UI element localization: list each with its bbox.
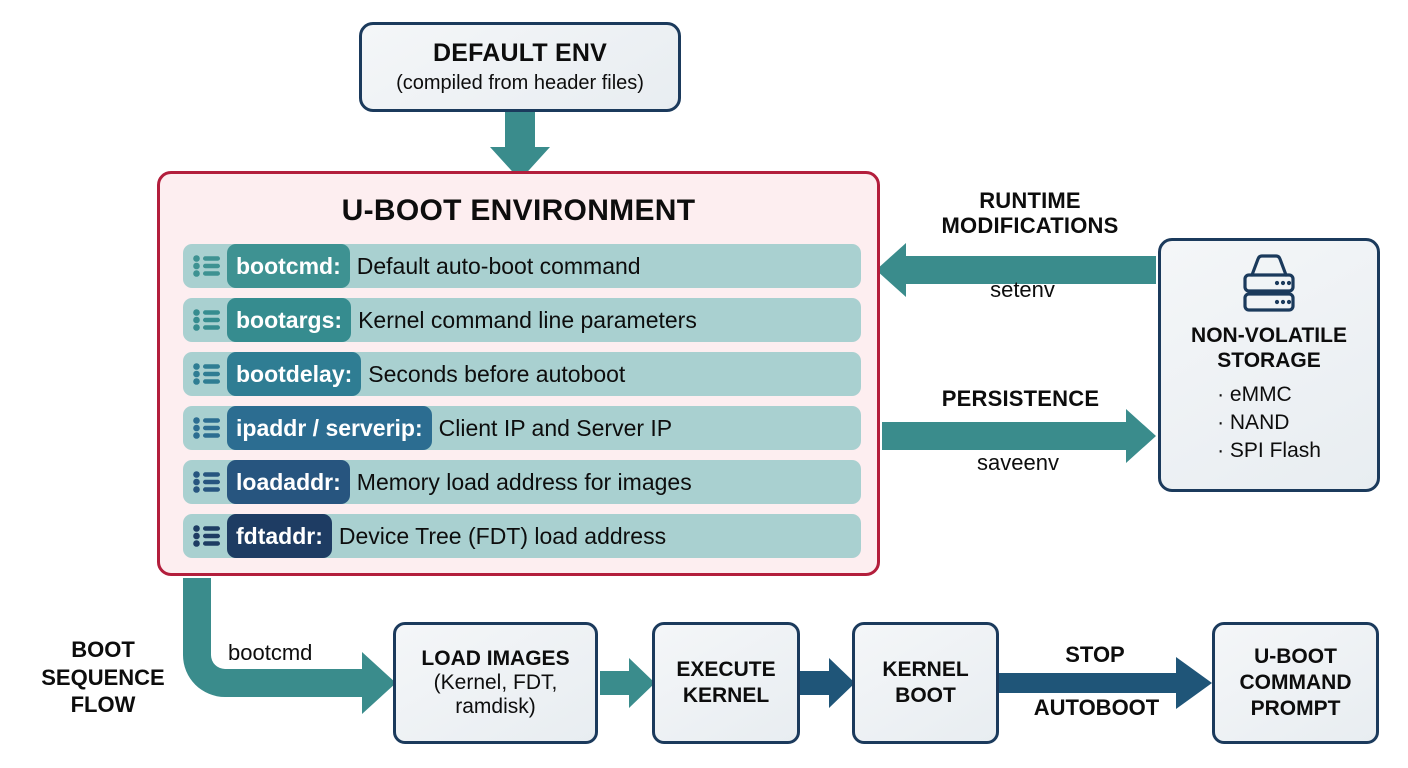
list-icon [191, 361, 223, 387]
uboot-environment-title: U-BOOT ENVIRONMENT [341, 194, 696, 227]
edge-label-bootcmd: bootcmd [228, 640, 313, 665]
env-variable-name-badge: bootdelay: [227, 352, 362, 396]
runtime-modifications-caption: RUNTIME MODIFICATIONS [900, 188, 1160, 239]
kernel-boot-line2: BOOT [895, 684, 956, 707]
non-volatile-storage-box: NON-VOLATILE STORAGE · eMMC · NAND · SPI… [1158, 238, 1380, 492]
load-images-box: LOAD IMAGES (Kernel, FDT, ramdisk) [393, 622, 598, 744]
env-variable-row[interactable]: bootargs:Kernel command line parameters [183, 298, 861, 342]
uboot-environment-panel: U-BOOT ENVIRONMENT bootcmd:Default auto-… [157, 171, 880, 576]
default-env-box: DEFAULT ENV (compiled from header files) [359, 22, 681, 112]
env-variable-description: Default auto-boot command [356, 252, 641, 279]
prompt-line1: U-BOOT [1254, 644, 1337, 668]
list-icon [191, 469, 223, 495]
env-variable-row[interactable]: ipaddr / serverip:Client IP and Server I… [183, 406, 861, 450]
prompt-line3: PROMPT [1250, 697, 1341, 721]
server-storage-icon [1238, 253, 1300, 318]
edge-label-stop: STOP [1065, 642, 1125, 667]
env-variable-row[interactable]: bootcmd:Default auto-boot command [183, 244, 861, 288]
saveenv-command-label: saveenv [977, 450, 1059, 475]
load-images-detail-1: (Kernel, FDT, [433, 670, 558, 694]
env-variable-row[interactable]: loadaddr:Memory load address for images [183, 460, 861, 504]
runtime-caption-line2: MODIFICATIONS [941, 213, 1119, 239]
persistence-caption: PERSISTENCE [941, 386, 1100, 411]
env-variable-name-badge: loadaddr: [227, 460, 350, 504]
default-env-subtitle: (compiled from header files) [396, 71, 644, 94]
env-variable-description: Client IP and Server IP [438, 414, 673, 441]
arrow-execute-to-kernelboot [800, 658, 855, 708]
boot-seq-line3: FLOW [70, 692, 136, 717]
env-variable-name-badge: fdtaddr: [227, 514, 332, 558]
storage-media-list: · eMMC · NAND · SPI Flash [1217, 381, 1321, 466]
storage-item: · eMMC [1217, 382, 1292, 406]
storage-item: · NAND [1217, 411, 1290, 435]
boot-seq-line2: SEQUENCE [41, 664, 165, 690]
env-variable-name-badge: bootargs: [227, 298, 352, 342]
setenv-command-label: setenv [990, 277, 1055, 302]
env-variable-name-badge: ipaddr / serverip: [227, 406, 432, 450]
execute-kernel-line2: KERNEL [682, 684, 770, 707]
edge-label-autoboot: AUTOBOOT [1033, 695, 1160, 720]
env-variable-row[interactable]: fdtaddr:Device Tree (FDT) load address [183, 514, 861, 558]
env-variable-description: Memory load address for images [356, 468, 692, 495]
env-variable-description: Seconds before autoboot [368, 360, 626, 387]
boot-seq-line1: BOOT [71, 637, 135, 662]
execute-kernel-box: EXECUTE KERNEL [652, 622, 800, 744]
storage-title-line1: NON-VOLATILE [1191, 324, 1347, 348]
env-variable-name-badge: bootcmd: [227, 244, 350, 288]
env-variable-description: Device Tree (FDT) load address [338, 522, 667, 549]
load-images-detail-2: ramdisk) [455, 695, 536, 719]
arrow-load-to-execute [600, 658, 655, 708]
load-images-title: LOAD IMAGES [421, 646, 570, 670]
list-icon [191, 307, 223, 333]
prompt-line2: COMMAND [1239, 670, 1352, 694]
kernel-boot-line1: KERNEL [882, 657, 969, 681]
env-variable-description: Kernel command line parameters [358, 306, 697, 333]
default-env-title: DEFAULT ENV [433, 39, 607, 68]
uboot-command-prompt-box: U-BOOT COMMAND PROMPT [1212, 622, 1379, 744]
env-variable-row[interactable]: bootdelay:Seconds before autoboot [183, 352, 861, 396]
execute-kernel-line1: EXECUTE [676, 657, 776, 681]
storage-item: · SPI Flash [1217, 439, 1321, 463]
list-icon [191, 415, 223, 441]
storage-title-line2: STORAGE [1217, 348, 1321, 372]
runtime-caption-line1: RUNTIME [979, 188, 1081, 213]
list-icon [191, 523, 223, 549]
kernel-boot-box: KERNEL BOOT [852, 622, 999, 744]
list-icon [191, 253, 223, 279]
boot-sequence-flow-label: BOOT SEQUENCE FLOW [13, 636, 193, 719]
arrow-default-env-to-uboot [490, 110, 550, 180]
